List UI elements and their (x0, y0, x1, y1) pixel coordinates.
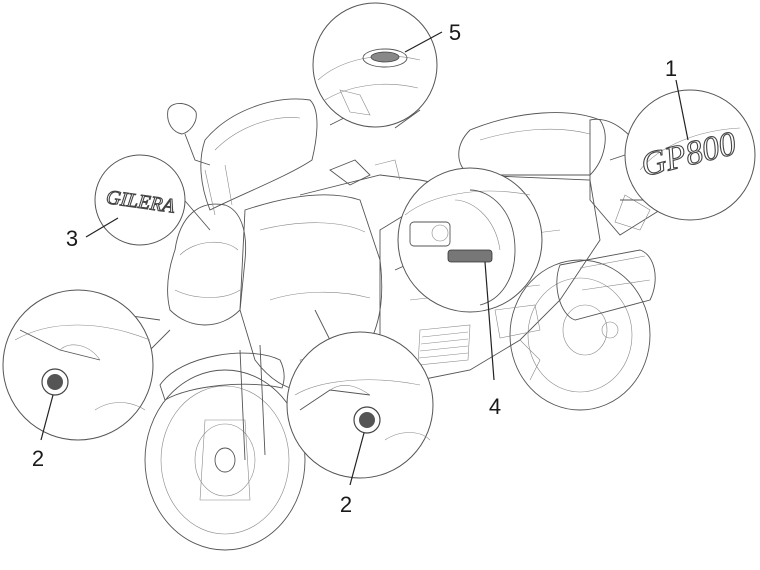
callout-2-right: 2 (340, 432, 365, 517)
detail-bubble-tank-cap (312, 2, 438, 129)
callout-3: 3 (66, 217, 119, 251)
motorcycle-illustration (144, 98, 661, 551)
side-fairing (239, 194, 383, 392)
detail-bubble-gilera: GILERA (94, 154, 211, 246)
windscreen (200, 98, 318, 211)
left-mirror (167, 103, 197, 135)
rear-wheel (509, 259, 651, 411)
callout-number-1: 1 (665, 56, 677, 81)
front-mudguard (159, 352, 285, 401)
callout-number-2-left: 2 (32, 446, 44, 471)
exhaust (556, 249, 656, 321)
callout-4: 4 (484, 261, 501, 419)
front-wheel (144, 369, 306, 551)
detail-bubble-dashboard (394, 167, 543, 313)
callout-number-5: 5 (449, 20, 461, 45)
callout-2-left: 2 (32, 394, 54, 471)
dashboard-badge (447, 249, 493, 263)
callout-number-4: 4 (489, 394, 501, 419)
seat (458, 112, 606, 176)
callout-number-2-right: 2 (340, 492, 352, 517)
detail-bubble-emblem-right (286, 309, 434, 479)
tank-cap-emblem (362, 48, 408, 68)
front-fairing (167, 203, 247, 326)
detail-bubble-gp800: GP800 (609, 89, 756, 221)
callout-number-3: 3 (66, 226, 78, 251)
front-fork (239, 344, 266, 461)
detail-bubble-emblem-left (2, 289, 171, 441)
callout-5: 5 (404, 20, 461, 53)
radiator-grille (417, 324, 471, 366)
callout-1: 1 (665, 56, 689, 141)
